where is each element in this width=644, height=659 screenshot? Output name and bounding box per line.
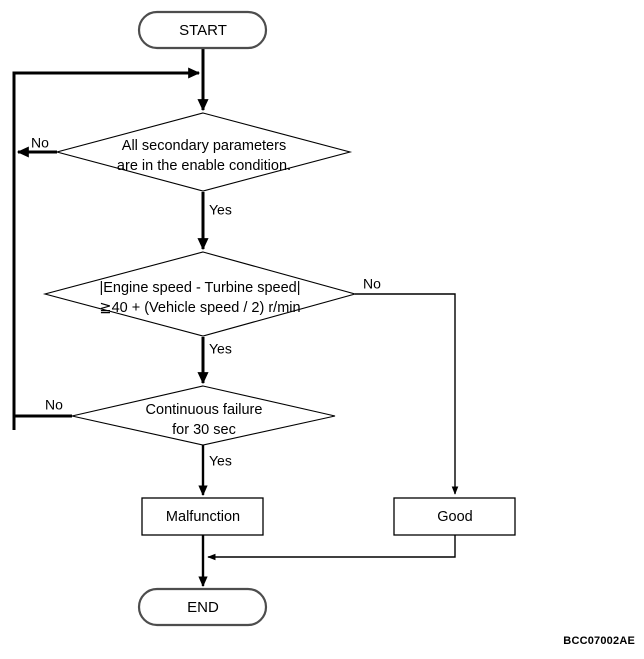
node-malfunction[interactable]: Malfunction — [141, 497, 264, 536]
malfunction-label: Malfunction — [166, 509, 240, 525]
end-terminator-shape — [137, 587, 268, 627]
node-good[interactable]: Good — [393, 497, 516, 536]
decision1-label-line1: All secondary parameters — [122, 138, 286, 154]
decision2-diamond-shape — [42, 251, 358, 337]
edge-feedback-rail — [12, 67, 201, 430]
start-label: START — [179, 22, 227, 39]
decision3-label-line1: Continuous failure — [146, 402, 263, 418]
edge-decision2-no-to-good — [355, 293, 459, 495]
decision3-label-line2: for 30 sec — [172, 422, 236, 438]
node-decision-continuous-failure[interactable]: Continuous failure for 30 sec — [71, 385, 336, 446]
start-terminator-shape — [137, 10, 268, 50]
decision3-diamond-shape — [71, 385, 336, 446]
edge-label-decision3-no: No — [45, 397, 63, 413]
node-end[interactable]: END — [137, 587, 268, 627]
decision1-diamond-shape — [54, 112, 353, 192]
edge-label-decision3-yes: Yes — [209, 453, 232, 469]
edge-good-to-end-trunk — [207, 535, 456, 561]
good-box-shape — [393, 497, 516, 536]
node-decision-speed-difference[interactable]: |Engine speed - Turbine speed| ≧40 + (Ve… — [42, 251, 358, 337]
malfunction-box-shape — [141, 497, 264, 536]
edge-label-decision2-yes: Yes — [209, 341, 232, 357]
edge-label-decision2-no: No — [363, 276, 381, 292]
node-start[interactable]: START — [137, 10, 268, 50]
decision2-label-line2: ≧40 + (Vehicle speed / 2) r/min — [99, 300, 300, 316]
decision1-label-line2: are in the enable condition. — [117, 158, 291, 174]
node-decision-secondary-parameters[interactable]: All secondary parameters are in the enab… — [54, 112, 353, 192]
edge-label-decision1-no: No — [31, 135, 49, 151]
decision2-label-line1: |Engine speed - Turbine speed| — [99, 280, 300, 296]
end-label: END — [187, 599, 219, 616]
figure-code: BCC07002AE — [563, 635, 635, 647]
edge-label-decision1-yes: Yes — [209, 202, 232, 218]
good-label: Good — [437, 509, 472, 525]
